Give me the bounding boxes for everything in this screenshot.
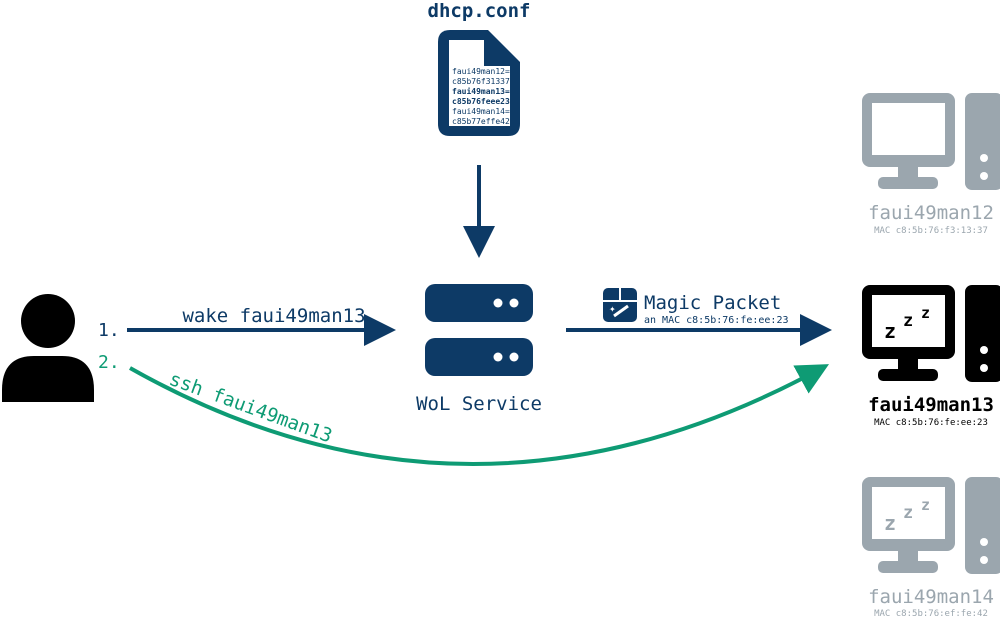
host-mac: MAC c8:5b:76:f3:13:37 [874, 226, 988, 236]
host-name: faui49man14 [868, 586, 994, 608]
svg-text:✦: ✦ [609, 305, 616, 314]
file-title: dhcp.conf [428, 0, 531, 22]
file-line-highlighted: faui49man13= [452, 86, 510, 96]
ssh-arrow [129, 364, 830, 466]
sleeping-computer-icon [862, 477, 1000, 574]
file-line: faui49man12= [452, 67, 510, 76]
service-label: WoL Service [416, 393, 542, 415]
user-icon [2, 294, 94, 402]
host-mac: MAC c8:5b:76:fe:ee:23 [874, 418, 988, 428]
sleep-z-icon: z [903, 311, 913, 331]
step-2-number: 2. [98, 352, 120, 373]
server-icon [425, 284, 533, 376]
step-2-label: ssh faui49man13 [166, 368, 335, 447]
file-line-highlighted: c85b76feee23 [452, 97, 510, 106]
file-line: faui49man14= [452, 107, 510, 116]
sleeping-computer-icon [862, 285, 1000, 382]
sleep-z-icon: z [884, 319, 896, 343]
packet-subtitle: an MAC c8:5b:76:fe:ee:23 [644, 315, 789, 326]
sleep-z-icon: z [921, 304, 930, 322]
file-line: c85b77effe42 [452, 117, 510, 126]
sleep-z-icon: z [921, 496, 930, 514]
magic-packet-icon: ✦ [603, 288, 637, 322]
host-name: faui49man12 [868, 202, 994, 224]
file-line: c85b76f31337 [452, 77, 510, 86]
step-1-label: wake faui49man13 [182, 305, 365, 327]
file-icon [438, 30, 520, 136]
step-1-number: 1. [98, 320, 120, 341]
sleep-z-icon: z [903, 503, 913, 523]
host-mac: MAC c8:5b:76:ef:fe:42 [874, 609, 988, 618]
host-name: faui49man13 [868, 394, 994, 416]
sleep-z-icon: z [884, 511, 896, 535]
computer-icon [862, 93, 1000, 190]
packet-title: Magic Packet [644, 292, 781, 314]
